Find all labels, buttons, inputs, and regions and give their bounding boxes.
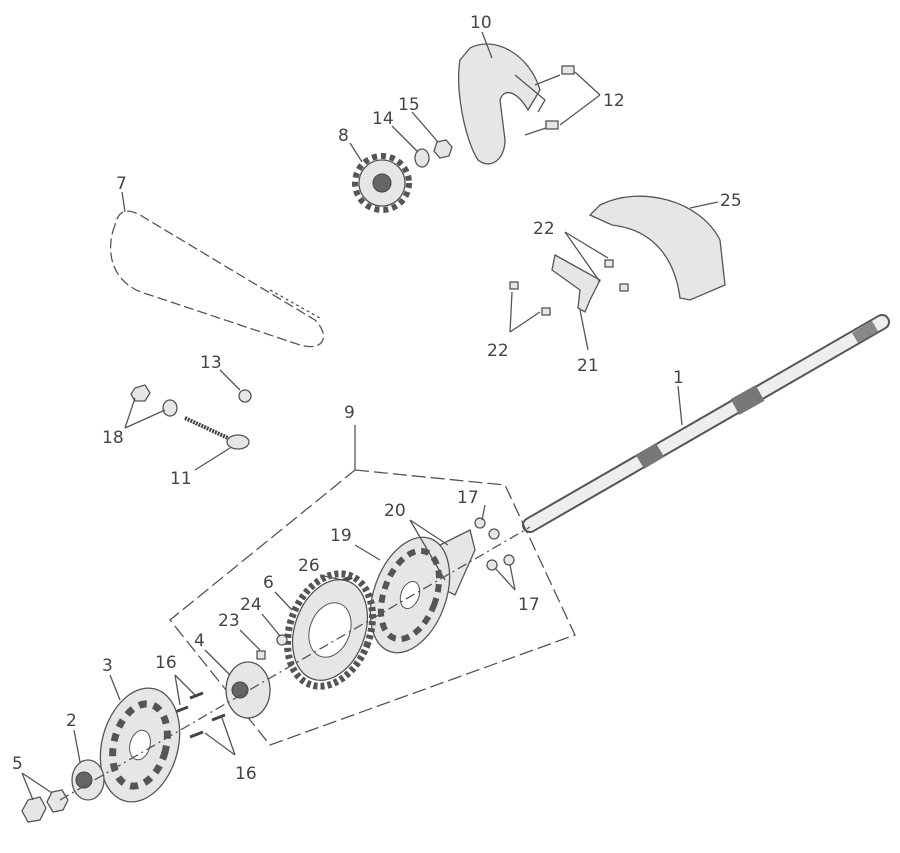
label-19: 19 <box>330 526 352 546</box>
washer <box>276 634 288 646</box>
nut <box>130 384 151 402</box>
label-5: 5 <box>12 754 23 774</box>
stud <box>174 705 189 714</box>
bolt <box>604 259 614 268</box>
label-4: 4 <box>194 631 205 651</box>
label-18: 18 <box>102 428 124 448</box>
rear-sprocket <box>283 570 377 690</box>
label-6: 6 <box>263 573 274 593</box>
brake-disc <box>369 536 451 654</box>
axle-nut <box>46 789 69 813</box>
nut <box>503 554 515 566</box>
label-16: 16 <box>155 653 177 673</box>
washer <box>414 148 430 168</box>
bolt <box>509 281 519 290</box>
stud <box>211 713 226 722</box>
label-17: 17 <box>457 488 479 508</box>
label-21: 21 <box>577 356 599 376</box>
adjuster-eye <box>226 434 250 450</box>
assembly-boundary <box>169 469 576 746</box>
label-1: 1 <box>673 368 684 388</box>
bolt <box>619 283 629 292</box>
axle-nut <box>21 796 47 823</box>
brake-rotor <box>99 687 181 803</box>
drive-chain <box>109 210 324 348</box>
label-16: 16 <box>235 764 257 784</box>
stud <box>189 691 204 700</box>
nut <box>486 559 498 571</box>
label-9: 9 <box>344 403 355 423</box>
nut <box>433 139 453 159</box>
part-labels: 1 2 3 4 5 6 7 8 9 10 11 12 13 14 15 16 1… <box>12 13 742 784</box>
centerline <box>59 526 531 801</box>
nut <box>162 399 178 417</box>
label-13: 13 <box>200 353 222 373</box>
sprocket-guard <box>458 43 541 165</box>
label-17: 17 <box>518 595 540 615</box>
chain-guard <box>588 195 726 301</box>
nut <box>474 517 486 529</box>
label-3: 3 <box>102 656 113 676</box>
label-14: 14 <box>372 109 394 129</box>
bolt <box>524 120 559 136</box>
front-sprocket <box>352 153 412 213</box>
callout-lines <box>21 31 719 801</box>
sprocket-hub <box>225 661 271 719</box>
bolt <box>256 650 266 660</box>
washer <box>238 389 252 403</box>
bolt <box>534 65 575 86</box>
label-8: 8 <box>338 126 349 146</box>
label-23: 23 <box>218 611 240 631</box>
label-15: 15 <box>398 95 420 115</box>
rear-axle <box>522 314 890 533</box>
label-11: 11 <box>170 469 192 489</box>
label-22: 22 <box>487 341 509 361</box>
stud <box>189 730 204 739</box>
label-24: 24 <box>240 595 262 615</box>
label-2: 2 <box>66 711 77 731</box>
label-10: 10 <box>470 13 492 33</box>
label-20: 20 <box>384 501 406 521</box>
bolt <box>541 307 551 316</box>
label-25: 25 <box>720 191 742 211</box>
guard-bracket <box>551 253 601 313</box>
adjuster-bolt <box>184 416 229 440</box>
nut <box>488 528 500 540</box>
label-22: 22 <box>533 219 555 239</box>
label-26: 26 <box>298 556 320 576</box>
label-7: 7 <box>116 174 127 194</box>
label-12: 12 <box>603 91 625 111</box>
wheel-hub <box>71 759 105 801</box>
